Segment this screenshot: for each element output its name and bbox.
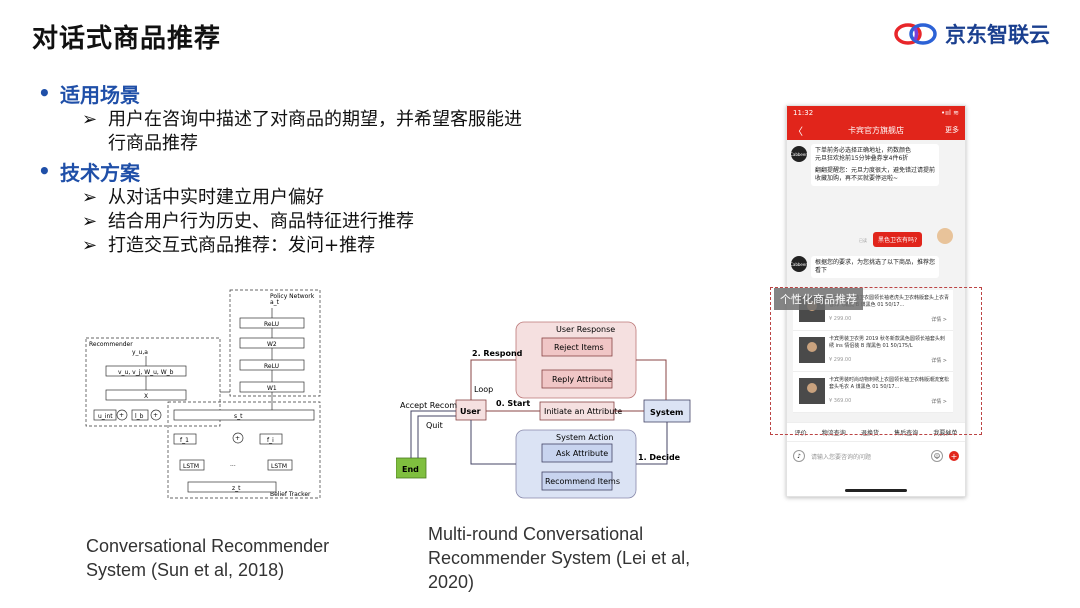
ask-attribute-label: Ask Attribute xyxy=(556,449,608,458)
accept-label: Accept Recom xyxy=(400,401,457,410)
w2-label: W2 xyxy=(267,341,277,348)
bullet-item: ➢从对话中实时建立用户偏好 xyxy=(82,187,324,208)
phone-screenshot: 11:32 •ııl ≋ 〈 卡宾官方旗舰店 更多 Cabbeen 下单前务必选… xyxy=(786,105,966,497)
product-image xyxy=(799,337,825,363)
z-label: z_t xyxy=(232,485,241,492)
end-label: End xyxy=(402,465,419,474)
initiate-label: Initiate an Attribute xyxy=(544,407,622,416)
reply-bubble: 根据您的要求，为您挑选了以下商品，推荐您看下 xyxy=(811,256,939,278)
x-label: X xyxy=(144,393,148,400)
plus-label: + xyxy=(235,435,240,442)
plus-label: + xyxy=(119,412,124,419)
chat-input[interactable]: 请输入您要咨询的问题 xyxy=(811,453,872,461)
relu-label: ReLU xyxy=(264,321,279,328)
bullet-dot-icon: • xyxy=(38,159,51,183)
product-card[interactable]: 卡宾男装卫衣男 2019 秋冬新款黑色圆领长袖套头刺绣 ins 情侣装 B 煤黑… xyxy=(793,331,953,372)
chat-area: Cabbeen 下单前务必选择正确地址，药数颜色 元旦狂欢抢前15分钟叠券享4件… xyxy=(787,140,965,422)
quit-label: Quit xyxy=(426,421,443,430)
status-bar: 11:32 •ııl ≋ xyxy=(787,106,965,120)
arrow-icon: ➢ xyxy=(82,211,98,232)
figure1-caption: Conversational Recommender System (Sun e… xyxy=(86,536,330,580)
logo-text: 京东智联云 xyxy=(945,23,1050,47)
arrow-icon: ➢ xyxy=(82,235,98,256)
message-bubble: 下单前务必选择正确地址，药数颜色 元旦狂欢抢前15分钟叠券享4件6折 翻翻提醒您… xyxy=(811,144,939,186)
figure2-caption: Multi-round Conversational Recommender S… xyxy=(428,524,691,592)
bullet-item: ➢用户在咨询中描述了对商品的期望，并希望客服能进 xyxy=(82,109,522,130)
y-label: y_u,a xyxy=(132,349,148,356)
system-action-label: System Action xyxy=(556,433,613,442)
menu-item[interactable]: 评价 xyxy=(794,429,807,437)
plus-label: + xyxy=(153,412,158,419)
lstm-label: LSTM xyxy=(183,463,199,470)
w1-label: W1 xyxy=(267,385,277,392)
read-label: 已读 xyxy=(859,238,867,243)
user-response-label: User Response xyxy=(556,325,615,334)
fi-label: f_i xyxy=(267,437,274,444)
avatar: Cabbeen xyxy=(790,146,808,162)
system-label: System xyxy=(650,408,683,417)
quick-menu: 评价 物流查询 退换货 售后查询 我要催单 xyxy=(787,422,965,441)
product-card[interactable]: 卡宾男装时尚动物刺绣上衣圆领长袖卫衣韩版潮流宽松套头毛衣 A 煤黑色 01 50… xyxy=(793,372,953,413)
u-label: u_int xyxy=(98,413,113,420)
home-indicator xyxy=(845,489,907,492)
policy-label: Policy Network xyxy=(270,293,315,300)
emoji-icon[interactable]: ☺ xyxy=(931,450,943,462)
recommendation-highlight xyxy=(770,287,982,435)
crs-diagram: Recommender Policy Network Belief Tracke… xyxy=(85,289,321,499)
product-list: 卡宾男装长袖卫衣圆领长袖老虎头卫衣韩版套头上衣青春帅气潮流 B 煤黑色 01 5… xyxy=(793,290,953,413)
bullet-item: ➢结合用户行为历史、商品特征进行推荐 xyxy=(82,211,414,232)
chat-header: 〈 卡宾官方旗舰店 更多 xyxy=(787,120,965,140)
logo-icon xyxy=(894,23,937,45)
start-label: 0. Start xyxy=(496,399,530,408)
user-message: 黑色卫衣有吗? xyxy=(873,232,923,247)
section-heading: •适用场景 xyxy=(38,81,140,107)
arrow-icon: ➢ xyxy=(82,187,98,208)
mcrs-diagram: User Response Reject Items Reply Attribu… xyxy=(396,321,691,499)
bullet-item: ➢打造交互式商品推荐：发问+推荐 xyxy=(82,235,376,256)
vec-label: v_u, v_j, W_u, W_b xyxy=(118,369,174,376)
section-heading: •技术方案 xyxy=(38,159,140,185)
bullet-dot-icon: • xyxy=(38,81,51,105)
menu-item[interactable]: 退换货 xyxy=(860,429,879,437)
reject-items-label: Reject Items xyxy=(554,343,604,352)
back-icon[interactable]: 〈 xyxy=(793,126,803,138)
loop-label: Loop xyxy=(474,385,493,394)
bullet-item-cont: 行商品推荐 xyxy=(108,133,198,154)
slide-title: 对话式商品推荐 xyxy=(32,24,222,54)
st-label: s_t xyxy=(234,413,243,420)
menu-item[interactable]: 物流查询 xyxy=(821,429,846,437)
arrow-icon: ➢ xyxy=(82,109,98,130)
lstm-label: LSTM xyxy=(271,463,287,470)
recommend-items-label: Recommend Items xyxy=(545,477,620,486)
avatar: Cabbeen xyxy=(790,256,808,272)
shop-title: 卡宾官方旗舰店 xyxy=(848,125,904,135)
user-label: User xyxy=(460,407,481,416)
bullet-list: •适用场景 ➢用户在咨询中描述了对商品的期望，并希望客服能进 行商品推荐 •技术… xyxy=(38,78,598,258)
user-avatar xyxy=(937,228,953,244)
voice-icon[interactable]: ♪ xyxy=(793,450,805,462)
belief-label: Belief Tracker xyxy=(270,491,311,498)
reply-attribute-label: Reply Attribute xyxy=(552,375,612,384)
product-image xyxy=(799,378,825,404)
relu-label: ReLU xyxy=(264,363,279,370)
more-button[interactable]: 更多 xyxy=(945,126,959,134)
l-label: l_b xyxy=(135,413,144,420)
f1-label: f_1 xyxy=(180,437,189,444)
chat-input-bar: ♪ 请输入您要咨询的问题 ☺ + xyxy=(787,441,965,470)
recommender-label: Recommender xyxy=(89,341,133,348)
plus-icon[interactable]: + xyxy=(949,451,959,461)
brand-logo: 京东智联云 xyxy=(893,18,1050,50)
dots-label: ··· xyxy=(230,463,236,470)
menu-item[interactable]: 售后查询 xyxy=(894,429,919,437)
menu-item[interactable]: 我要催单 xyxy=(933,429,958,437)
respond-label: 2. Respond xyxy=(472,349,523,358)
decide-label: 1. Decide xyxy=(638,453,681,462)
a-label: a_t xyxy=(270,299,280,306)
recommendation-tag: 个性化商品推荐 xyxy=(774,288,863,310)
